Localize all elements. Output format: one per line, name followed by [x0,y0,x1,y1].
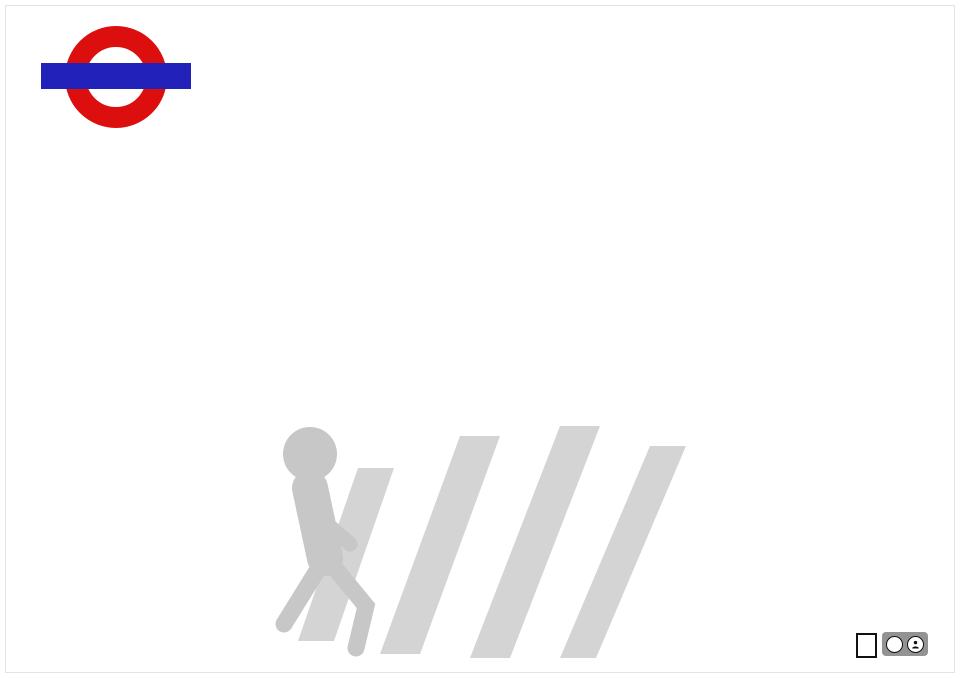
b-badge-icon [856,633,877,658]
logo-bar [41,63,191,89]
pedestrian-crossing-watermark [228,406,698,668]
metrominuto-logo [41,22,191,136]
cc-by-badge-icon [882,632,928,656]
person-icon [907,635,924,653]
para-que-sirve-block [24,402,418,413]
cc-icon [886,635,903,653]
